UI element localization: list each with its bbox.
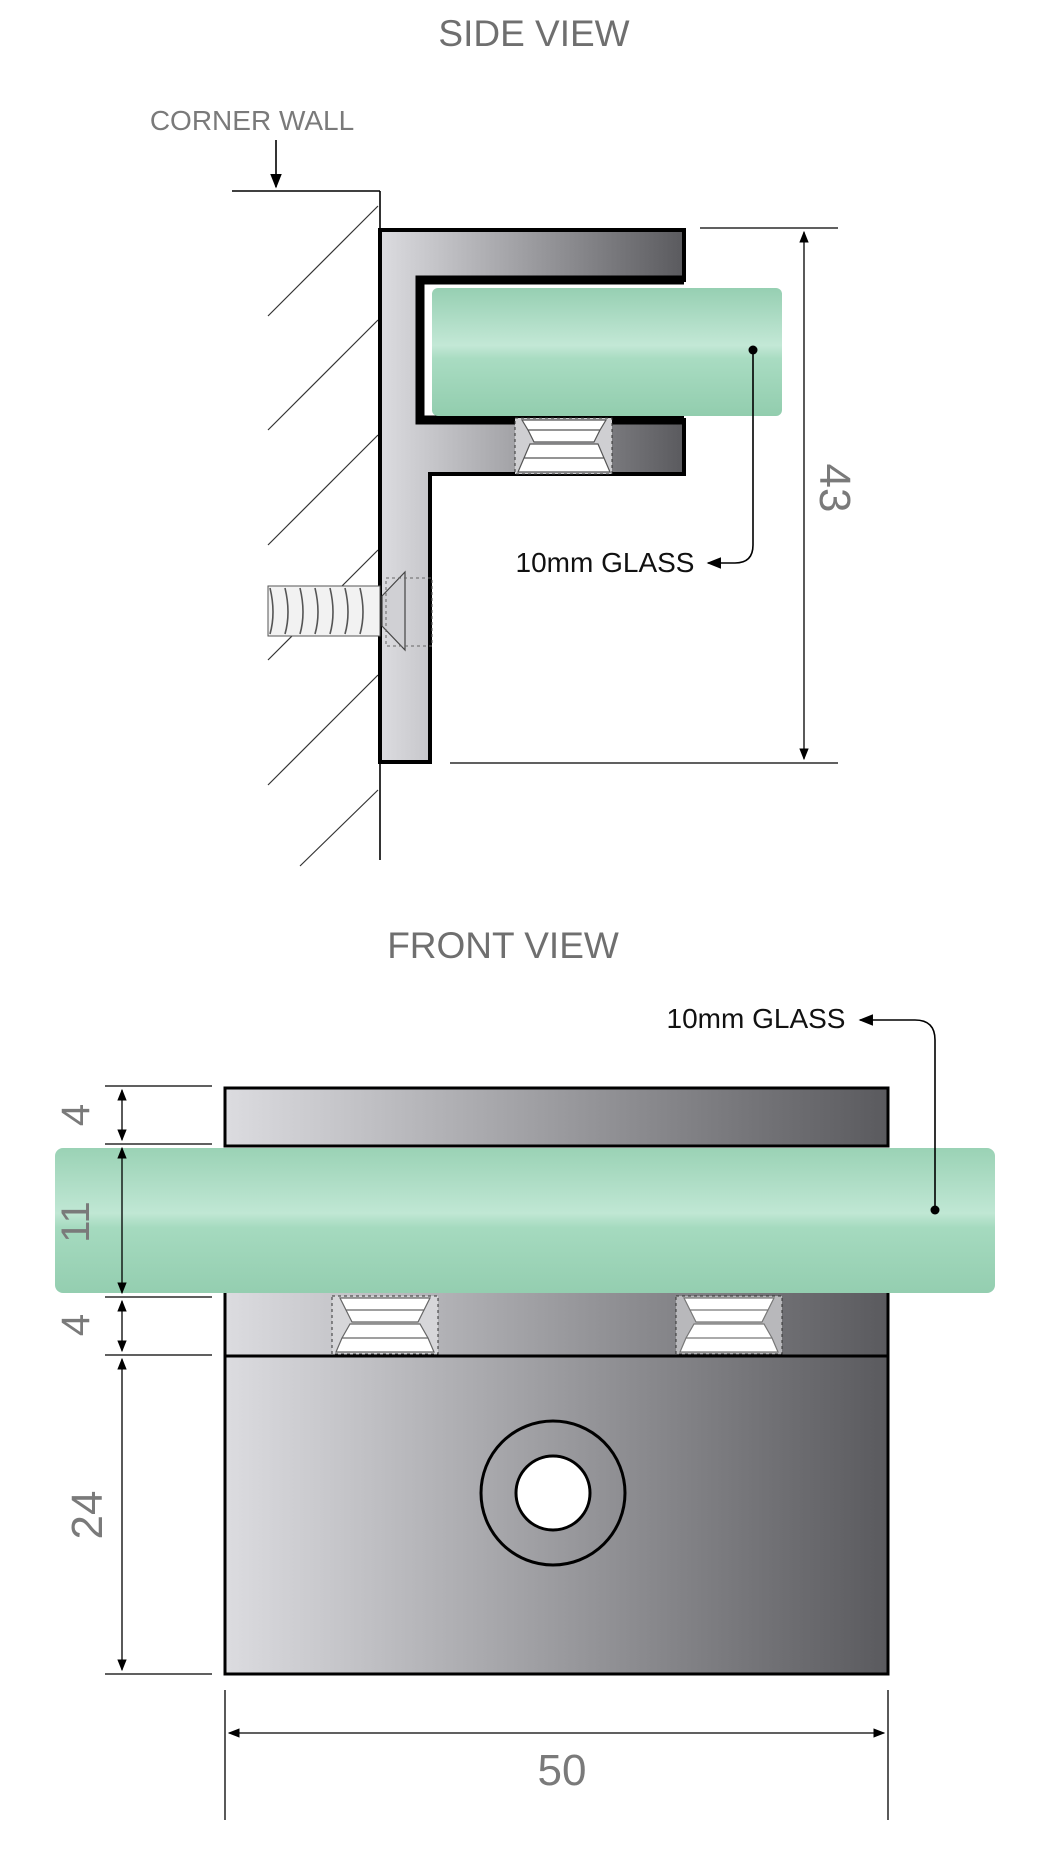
- side-view-title: SIDE VIEW: [438, 13, 629, 54]
- front-top-lip: [223, 1086, 890, 1148]
- front-glass-value: 11: [54, 1201, 98, 1243]
- front-glass-panel: [55, 1148, 995, 1293]
- front-bottom-lip-value: 4: [54, 1314, 98, 1336]
- mounting-hole-icon: [479, 1419, 627, 1567]
- front-set-screw-left-icon: [331, 1295, 439, 1355]
- front-glass-callout-leader-icon: [858, 1014, 936, 1210]
- side-height-value: 43: [810, 464, 859, 513]
- front-width-dimension: [224, 1690, 889, 1820]
- side-glass-callout-leader-icon: [706, 350, 754, 569]
- front-width-value: 50: [538, 1746, 587, 1795]
- wall-hatching: [267, 205, 379, 867]
- side-glass-label: 10mm GLASS: [516, 547, 695, 578]
- wall-bolt-icon: [267, 570, 433, 652]
- front-vertical-dimensions: [105, 1085, 212, 1675]
- side-height-dimension: [450, 227, 838, 764]
- corner-wall-label: CORNER WALL: [150, 105, 354, 136]
- front-bottom-lip: [223, 1288, 890, 1358]
- front-set-screw-right-icon: [675, 1295, 783, 1355]
- front-view-title: FRONT VIEW: [387, 925, 619, 966]
- front-top-lip-value: 4: [54, 1104, 98, 1126]
- side-set-screw-icon: [514, 417, 613, 475]
- side-glass-panel: [432, 288, 782, 416]
- front-glass-callout-dot: [930, 1205, 940, 1215]
- front-base-value: 24: [63, 1491, 112, 1540]
- front-glass-label: 10mm GLASS: [667, 1003, 846, 1034]
